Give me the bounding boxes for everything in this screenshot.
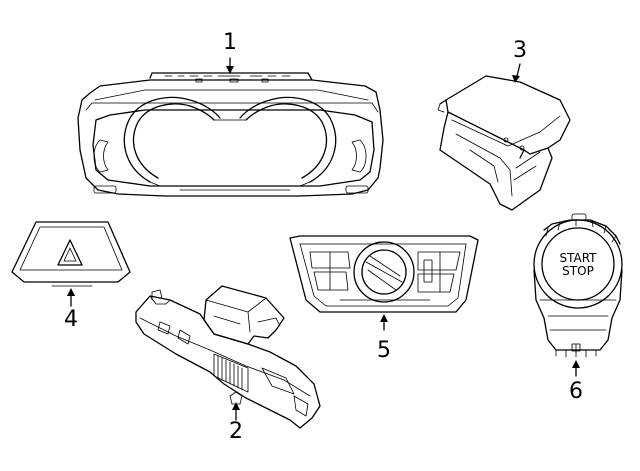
start-stop-button [533, 213, 623, 358]
leader-arrow-3 [512, 75, 520, 83]
callout-6: 6 [569, 379, 583, 404]
leader-arrow-5 [380, 314, 388, 322]
callout-4: 4 [64, 307, 78, 332]
leader-arrow-6 [572, 360, 580, 368]
leader-arrow-2 [232, 402, 240, 410]
hazard-switch [11, 221, 131, 287]
light-switch-panel [289, 235, 479, 313]
callout-1: 1 [223, 30, 237, 55]
leader-arrow-4 [67, 288, 75, 296]
callout-2: 2 [229, 419, 243, 444]
callout-3: 3 [513, 38, 527, 63]
stop-label: STOP [562, 264, 594, 278]
instrument-cluster [77, 72, 384, 197]
control-module [437, 75, 571, 211]
start-label: START [559, 251, 597, 265]
start-stop-label: START STOP [548, 252, 608, 278]
callout-5: 5 [377, 338, 391, 363]
receiver-module [135, 285, 321, 429]
leader-arrow-1 [226, 66, 234, 74]
